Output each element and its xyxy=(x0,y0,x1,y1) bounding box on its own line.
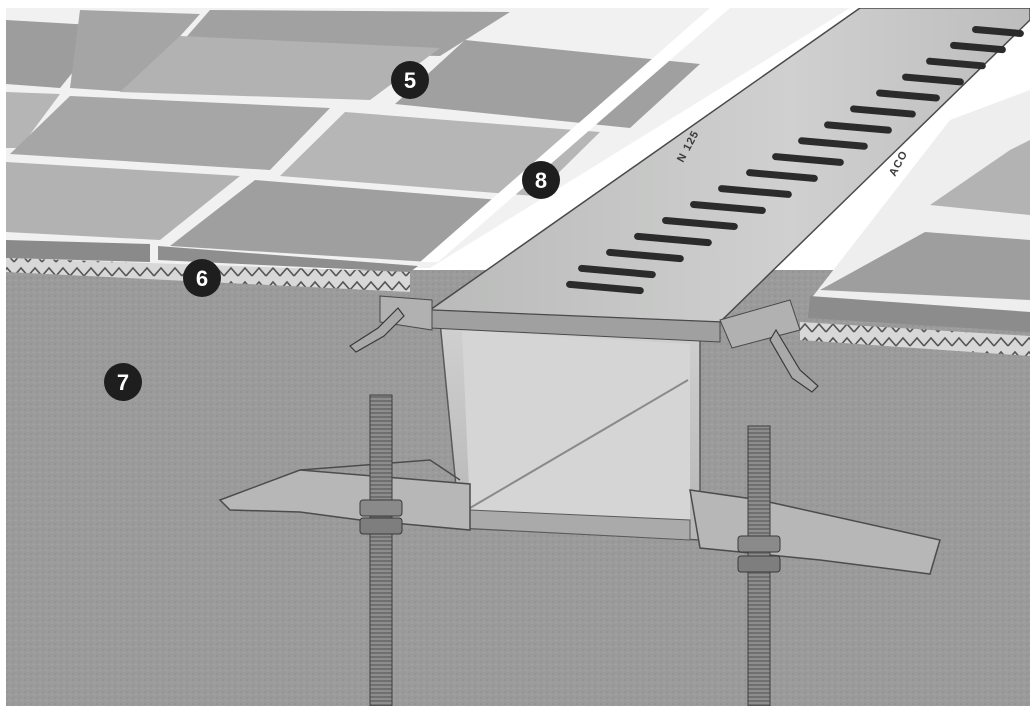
grating-slots xyxy=(566,26,1024,295)
mortar-bed-right xyxy=(800,322,1030,356)
callout-7-label: 7 xyxy=(117,370,129,395)
callout-6-label: 6 xyxy=(196,266,208,291)
callout-8-label: 8 xyxy=(535,168,547,193)
callout-7: 7 xyxy=(104,363,142,401)
channel-body xyxy=(439,321,701,541)
callout-6: 6 xyxy=(183,259,221,297)
channel-grating xyxy=(379,8,1030,349)
callout-5-label: 5 xyxy=(404,68,416,93)
callout-5: 5 xyxy=(391,61,429,99)
tile-floor-right xyxy=(808,90,1030,332)
tile-floor-left xyxy=(6,8,850,272)
anchor-clip-right xyxy=(769,328,819,393)
threaded-rod-right xyxy=(737,425,781,706)
threaded-rod-left xyxy=(359,394,403,706)
anchor-clip-left xyxy=(349,307,405,353)
callout-8: 8 xyxy=(522,161,560,199)
